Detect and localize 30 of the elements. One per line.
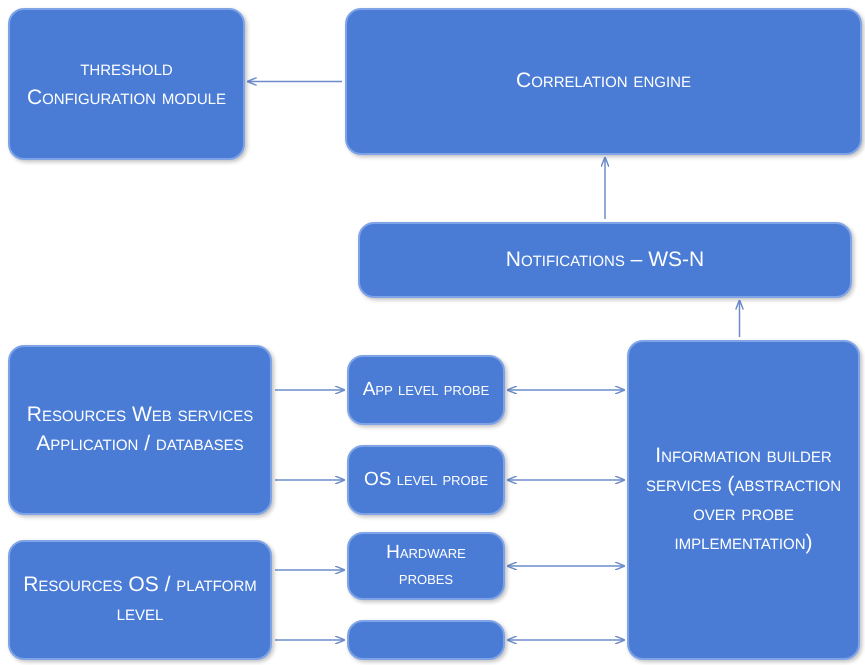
- box-label: App level probe: [362, 378, 490, 402]
- process-box: [347, 355, 505, 425]
- box-label: Information builder services (abstraction over probe implementation): [644, 443, 842, 556]
- process-box: [345, 8, 862, 155]
- process-box: [8, 8, 245, 160]
- box-label: threshold Configuration module: [26, 56, 228, 111]
- process-box: [347, 532, 505, 600]
- process-box: [627, 340, 860, 660]
- arrow: [600, 156, 610, 219]
- arrow: [275, 475, 346, 485]
- arrow: [506, 385, 626, 395]
- process-box: [347, 445, 505, 515]
- box-label: Hardware probes: [385, 540, 467, 591]
- process-box: [347, 620, 505, 660]
- box-label: Correlation engine: [516, 68, 691, 94]
- arrow: [734, 299, 744, 337]
- arrow: [506, 635, 626, 645]
- arrow: [506, 475, 626, 485]
- process-box: [8, 345, 272, 515]
- process-box: [8, 540, 272, 660]
- arrow: [275, 565, 346, 575]
- arrow: [246, 76, 342, 86]
- process-box: [358, 222, 852, 298]
- box-label: OS level probe: [364, 468, 488, 492]
- arrow: [275, 635, 346, 645]
- box-label: Resources Web services Application / databases: [26, 402, 254, 457]
- box-label: Resources OS / platform level: [22, 572, 258, 627]
- arrow: [506, 561, 626, 571]
- arrow: [275, 385, 346, 395]
- box-label: Notifications – WS-N: [506, 246, 704, 273]
